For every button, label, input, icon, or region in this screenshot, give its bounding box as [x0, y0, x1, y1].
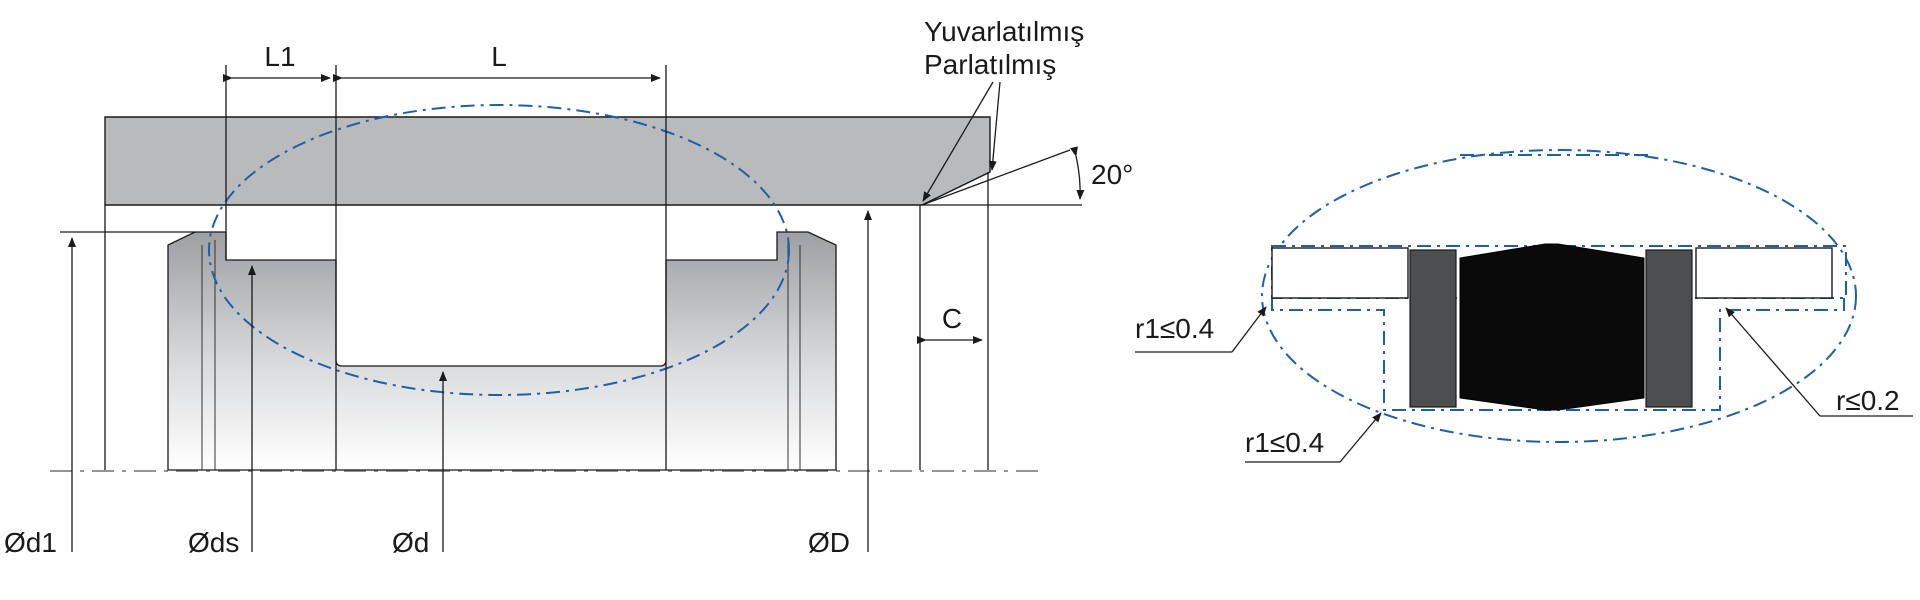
leader-r — [1725, 307, 1821, 417]
angle-chamfer-line — [921, 149, 1071, 206]
label-r1-bottom: r1≤0.4 — [1245, 427, 1324, 458]
backup-ring-right — [1645, 249, 1693, 408]
detail-ellipse — [208, 104, 790, 396]
label-angle: 20° — [1091, 159, 1133, 190]
leader-r1-top — [1231, 306, 1267, 353]
label-d: Ød — [392, 527, 429, 558]
label-surface-rounded: Yuvarlatılmış — [924, 16, 1084, 47]
backup-ring-left — [1409, 249, 1457, 408]
label-l: L — [491, 41, 507, 72]
label-l1: L1 — [264, 41, 295, 72]
guide-ring-right — [1695, 247, 1833, 299]
detail-boundary-ellipse — [1261, 149, 1857, 443]
label-D: ØD — [808, 527, 850, 558]
leader-surface-1 — [922, 81, 994, 202]
detail-view: r1≤0.4 r1≤0.4 r≤0.2 — [1135, 149, 1913, 463]
label-d1: Ød1 — [4, 527, 57, 558]
label-surface-polished: Parlatılmış — [924, 49, 1056, 80]
groove-outline — [1271, 298, 1845, 411]
angle-arc — [1070, 146, 1085, 200]
label-r: r≤0.2 — [1836, 385, 1900, 416]
piston-body — [167, 231, 837, 471]
main-seal — [1459, 243, 1645, 411]
label-r1-top: r1≤0.4 — [1135, 313, 1214, 344]
leader-r1-bottom — [1339, 412, 1382, 463]
main-section-view: L1 L Ød1 Øds Ød ØD C 20° Yuvarlatılmış P… — [4, 16, 1133, 558]
label-c: C — [942, 303, 962, 334]
leader-surface-2 — [988, 81, 1001, 171]
guide-ring-left — [1271, 247, 1409, 299]
label-ds: Øds — [188, 527, 239, 558]
cylinder-bore — [104, 116, 991, 206]
